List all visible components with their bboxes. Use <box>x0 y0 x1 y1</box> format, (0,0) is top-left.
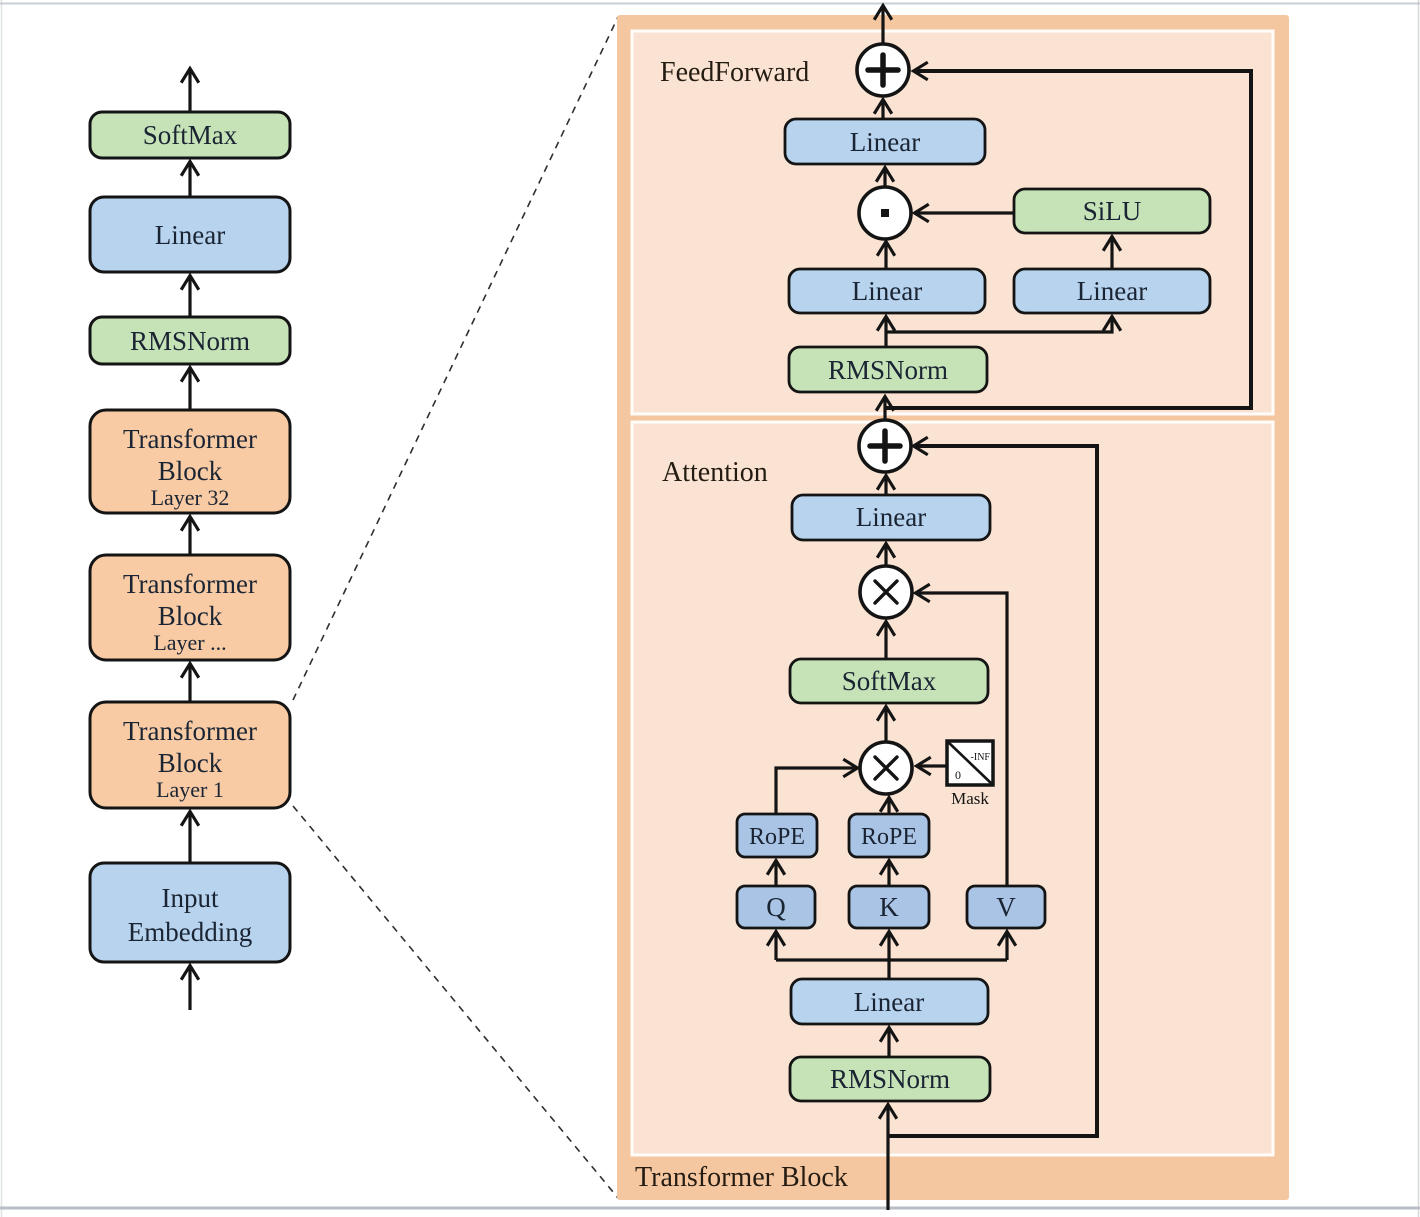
arrow-rmsnorm-branch-to-up-linear <box>886 313 1123 334</box>
ff-output-linear-box <box>783 117 987 166</box>
input-embedding-line2: Embedding <box>128 917 252 947</box>
matmul-icon <box>858 564 914 620</box>
zoom-guide-line-top <box>292 16 619 701</box>
arrow-v-to-matmul <box>912 582 1009 886</box>
matmul-icon <box>858 740 914 796</box>
attn-output-linear-label: Linear <box>856 502 926 532</box>
arrow-rope-q-to-matmul2 <box>774 757 861 814</box>
attn-qkv-linear-label: Linear <box>854 987 924 1017</box>
mask-lower-value: 0 <box>955 768 961 782</box>
tb1-layer-label: Layer 1 <box>156 777 224 802</box>
stack-linear-box <box>88 195 292 274</box>
attn-qkv-linear-box <box>789 977 990 1026</box>
stack-rmsnorm-box <box>88 315 292 366</box>
mask-upper-value: -INF <box>971 752 991 763</box>
attention-residual-skip <box>888 435 1099 1138</box>
mask-label: Mask <box>951 789 989 808</box>
tb32-layer-label: Layer 32 <box>151 485 230 510</box>
silu-box <box>1012 187 1212 235</box>
add-icon <box>857 418 913 474</box>
attn-output-linear-box <box>790 493 992 542</box>
attention-connectors <box>765 435 1099 1210</box>
silu-label: SiLU <box>1083 196 1142 226</box>
rope-q-box <box>735 812 819 859</box>
transformer-block-title: Transformer Block <box>635 1162 848 1193</box>
attn-softmax-box <box>788 657 990 705</box>
q-box <box>735 884 817 930</box>
ff-up-linear-label: Linear <box>1077 276 1147 306</box>
tb1-line1: Transformer <box>123 716 257 746</box>
v-label: V <box>996 892 1016 922</box>
feedforward-title: FeedForward <box>660 57 809 88</box>
feedforward-residual-skip <box>885 60 1253 410</box>
ff-output-linear-label: Linear <box>850 127 920 157</box>
tbdots-line1: Transformer <box>123 569 257 599</box>
stack-input-embedding-box <box>88 861 292 964</box>
tb32-line1: Transformer <box>123 424 257 454</box>
mask-icon: -INF 0 Mask <box>945 739 995 808</box>
ff-gate-linear-label: Linear <box>852 276 922 306</box>
attn-rmsnorm-label: RMSNorm <box>830 1064 950 1094</box>
tbdots-line2: Block <box>158 601 223 631</box>
stack-rmsnorm-label: RMSNorm <box>130 326 250 356</box>
stack-softmax-label: SoftMax <box>143 120 238 150</box>
stack-linear-label: Linear <box>155 220 225 250</box>
elementwise-product-icon <box>857 185 913 241</box>
zoom-guide-line-bottom <box>292 805 619 1199</box>
feedforward-connectors <box>872 2 1253 420</box>
attention-title: Attention <box>662 457 768 488</box>
attention-panel <box>630 420 1275 1157</box>
q-label: Q <box>766 892 786 922</box>
feedforward-section: FeedForward Linear SiLU Linear Linear RM… <box>660 42 1212 394</box>
k-label: K <box>879 892 899 922</box>
model-stack: SoftMax Linear RMSNorm Transformer Block… <box>88 65 292 1010</box>
stack-transformer-block-1-box <box>88 700 292 810</box>
rope-q-label: RoPE <box>749 824 805 850</box>
tbdots-layer-label: Layer ... <box>153 630 226 655</box>
rope-k-label: RoPE <box>861 824 917 850</box>
input-embedding-line1: Input <box>162 883 219 913</box>
stack-transformer-block-dots-box <box>88 553 292 662</box>
ff-gate-linear-box <box>787 267 987 315</box>
ff-rmsnorm-label: RMSNorm <box>828 355 948 385</box>
mask-diagonal <box>946 740 994 786</box>
attention-section: -INF 0 Mask Attention Linear SoftMax RoP… <box>662 418 1047 1103</box>
ff-up-linear-box <box>1012 267 1212 315</box>
attn-rmsnorm-box <box>788 1055 992 1103</box>
tb32-line2: Block <box>158 456 223 486</box>
stack-transformer-block-32-box <box>88 408 292 515</box>
add-icon <box>855 42 911 98</box>
attn-softmax-label: SoftMax <box>842 666 937 696</box>
k-box <box>847 884 931 930</box>
tb1-line2: Block <box>158 748 223 778</box>
rope-k-box <box>847 812 931 859</box>
stack-softmax-box <box>88 110 292 160</box>
v-box <box>965 884 1047 930</box>
ff-rmsnorm-box <box>787 345 989 394</box>
